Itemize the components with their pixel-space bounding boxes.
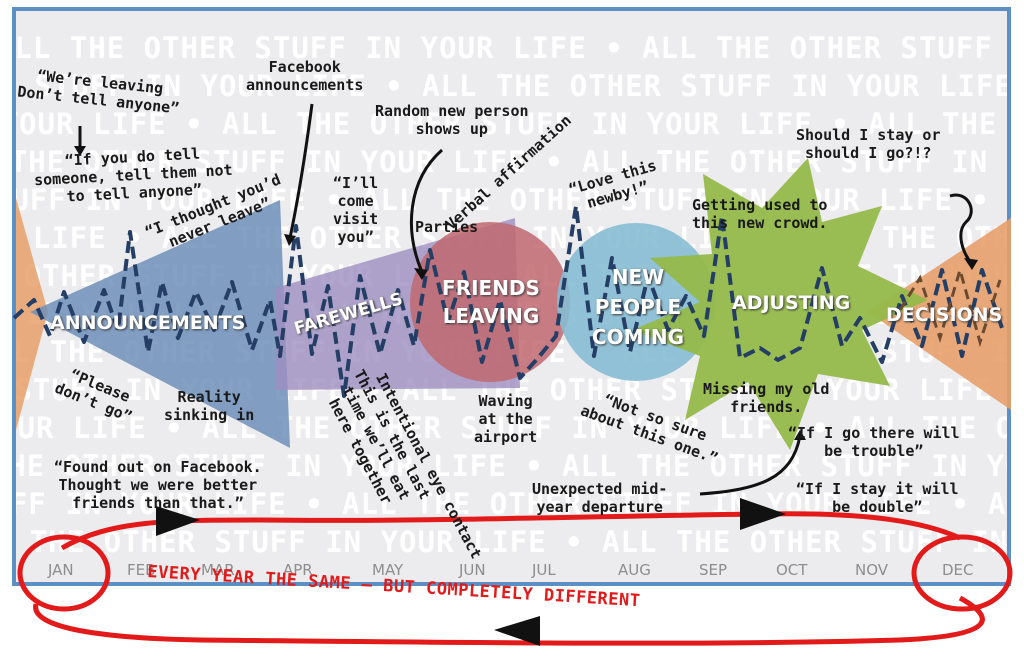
note-waving-at-airport: Waving at the airport xyxy=(474,392,538,446)
month-feb: FEB xyxy=(127,561,156,579)
note-reality-sinking-in: Reality sinking in xyxy=(164,388,255,424)
background-text-line: ALL THE OTHER STUFF IN YOUR LIFE • ALL T… xyxy=(16,183,1007,217)
note-missing-old-friends: Missing my old friends. xyxy=(703,380,830,416)
decisions-shape-left xyxy=(16,198,48,430)
cycle-arrow-heads xyxy=(156,498,786,646)
note-should-i-stay: Should I stay or should I go?!? xyxy=(796,126,941,162)
note-random-new-person: Random new person shows up xyxy=(375,102,529,138)
month-mar: MAR xyxy=(201,561,235,579)
background-text-line: ALL THE OTHER STUFF IN YOUR LIFE • ALL T… xyxy=(16,449,1007,483)
decisions-zigzag-line xyxy=(898,264,1002,348)
month-dec: DEC xyxy=(942,561,974,579)
background-text-line: ALL THE OTHER STUFF IN YOUR LIFE • ALL T… xyxy=(16,411,1007,445)
note-facebook-announcements: Facebook announcements xyxy=(246,58,364,94)
phase-label-decisions: DECISIONS xyxy=(886,304,1003,326)
decisions-shape-right xyxy=(868,218,1011,410)
background-text-line: ALL THE OTHER STUFF IN YOUR LIFE • ALL T… xyxy=(16,107,1007,141)
month-jul: JUL xyxy=(532,561,556,579)
emotion-zigzag-line xyxy=(12,204,1004,398)
month-nov: NOV xyxy=(855,561,889,579)
friends-leaving-circle xyxy=(410,222,570,382)
note-ill-come-visit: “I’ll come visit you” xyxy=(333,174,379,246)
note-if-you-do-tell: “If you do tell someone, tell them not t… xyxy=(33,144,234,206)
note-parties: Parties xyxy=(415,218,479,236)
month-aug: AUG xyxy=(618,561,651,579)
note-if-i-go: “If I go there will be trouble” xyxy=(788,424,960,460)
phase-label-new-people-coming: NEW PEOPLE COMING xyxy=(591,265,685,349)
background-text-line: ALL THE OTHER STUFF IN YOUR LIFE • ALL T… xyxy=(16,525,1007,559)
month-apr: APR xyxy=(283,561,313,579)
note-getting-used-to: Getting used to this new crowd. xyxy=(692,196,828,232)
month-oct: OCT xyxy=(776,561,808,579)
month-jun: JUN xyxy=(459,561,486,579)
month-sep: SEP xyxy=(699,561,728,579)
phase-label-friends-leaving: FRIENDS LEAVING xyxy=(442,276,540,328)
month-may: MAY xyxy=(372,561,404,579)
background-text-line: ALL THE OTHER STUFF IN YOUR LIFE • ALL T… xyxy=(16,145,1007,179)
note-found-out-facebook: “Found out on Facebook. Thought we were … xyxy=(54,458,262,512)
annotation-arrows xyxy=(78,103,974,496)
adjusting-starburst xyxy=(632,158,928,450)
month-jan: JAN xyxy=(48,561,74,579)
note-unexpected-departure: Unexpected mid- year departure xyxy=(532,480,668,516)
arrow-heads xyxy=(74,146,978,440)
phase-label-adjusting: ADJUSTING xyxy=(732,292,851,314)
announcements-shape xyxy=(30,200,290,448)
background-text-line: ALL THE OTHER STUFF IN YOUR LIFE • ALL T… xyxy=(16,69,1007,103)
note-if-i-stay: “If I stay it will be double” xyxy=(796,480,959,516)
phase-label-announcements: ANNOUNCEMENTS xyxy=(50,312,246,334)
background-text-line: ALL THE OTHER STUFF IN YOUR LIFE • ALL T… xyxy=(16,31,1007,65)
